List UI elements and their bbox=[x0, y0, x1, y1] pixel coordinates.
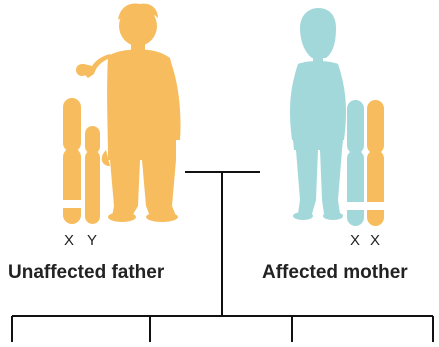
mother-x2-label: X bbox=[370, 232, 381, 249]
mother-x1-label: X bbox=[350, 232, 361, 249]
father-label: Unaffected father bbox=[8, 262, 164, 284]
father-y-label: Y bbox=[87, 232, 98, 249]
father-x-chromosome bbox=[63, 98, 81, 224]
father-x-label: X bbox=[64, 232, 75, 249]
father-y-chromosome bbox=[85, 126, 100, 224]
mother-figure bbox=[290, 8, 346, 220]
mother-x-chromosome-1 bbox=[347, 100, 364, 226]
mother-label: Affected mother bbox=[262, 262, 408, 284]
mother-x-chromosome-2 bbox=[367, 100, 384, 226]
